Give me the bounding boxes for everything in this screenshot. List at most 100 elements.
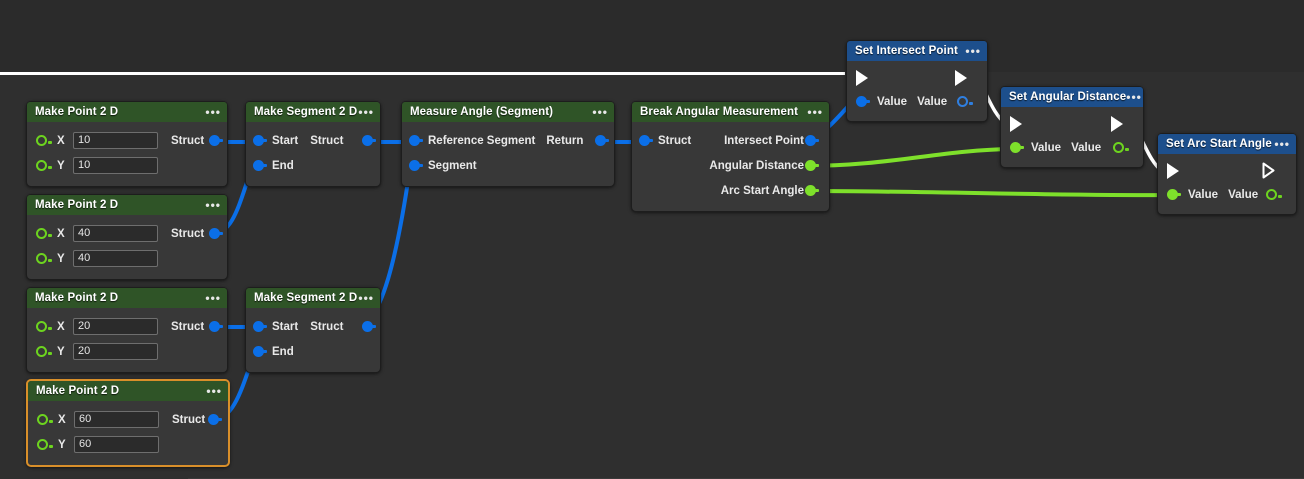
node-set-arc-start-angle[interactable]: Set Arc Start Angle ••• Value Value — [1157, 133, 1297, 215]
output-label-value: Value — [1071, 142, 1102, 154]
node-body: Reference Segment Return Segment — [402, 122, 614, 186]
input-pin-segment[interactable] — [409, 160, 423, 171]
input-field-y[interactable] — [73, 157, 158, 174]
node-menu-icon[interactable]: ••• — [206, 384, 222, 398]
node-make-point-2d-4[interactable]: Make Point 2 D ••• X Struct Y — [26, 379, 230, 467]
node-menu-icon[interactable]: ••• — [807, 105, 823, 119]
node-menu-icon[interactable]: ••• — [205, 198, 221, 212]
node-header[interactable]: Make Point 2 D ••• — [27, 195, 227, 215]
input-field-y[interactable] — [73, 343, 158, 360]
input-label-x: X — [57, 227, 65, 240]
input-pin-y[interactable] — [36, 346, 52, 357]
exec-in-arrow-icon[interactable] — [1010, 116, 1022, 132]
node-body: X Struct Y — [27, 308, 227, 372]
output-pin-arc-start-angle[interactable] — [805, 185, 819, 196]
output-pin-struct[interactable] — [209, 135, 223, 146]
input-pin-end[interactable] — [253, 346, 267, 357]
exec-out-arrow-icon[interactable] — [1262, 162, 1275, 179]
graph-top-strip — [0, 0, 1304, 72]
input-field-x[interactable] — [74, 411, 159, 428]
input-label-reference-segment: Reference Segment — [428, 134, 536, 147]
input-pin-y[interactable] — [36, 160, 52, 171]
node-make-point-2d-1[interactable]: Make Point 2 D ••• X Struct Y — [26, 101, 228, 187]
input-pin-value[interactable] — [1167, 189, 1181, 200]
output-pin-value[interactable] — [957, 96, 973, 107]
input-pin-x[interactable] — [36, 321, 52, 332]
node-menu-icon[interactable]: ••• — [205, 291, 221, 305]
output-pin-intersect-point[interactable] — [805, 135, 819, 146]
exec-in-arrow-icon[interactable] — [856, 70, 868, 86]
node-measure-angle-segment[interactable]: Measure Angle (Segment) ••• Reference Se… — [401, 101, 615, 187]
input-field-x[interactable] — [73, 318, 158, 335]
exec-out-arrow-icon[interactable] — [955, 70, 967, 86]
input-field-y[interactable] — [73, 250, 158, 267]
output-pin-return[interactable] — [595, 135, 609, 146]
node-header[interactable]: Set Intersect Point ••• — [847, 41, 987, 61]
node-set-angular-distance[interactable]: Set Angular Distance ••• Value Value — [1000, 86, 1144, 168]
input-label-y: Y — [57, 252, 65, 265]
node-title: Make Segment 2 D — [254, 292, 358, 304]
node-body: Value Value — [847, 61, 987, 121]
input-label-start: Start — [272, 134, 299, 147]
output-pin-struct[interactable] — [208, 414, 222, 425]
node-break-angular-measurement[interactable]: Break Angular Measurement ••• Struct Int… — [631, 101, 830, 212]
output-pin-value[interactable] — [1266, 189, 1282, 200]
input-pin-value[interactable] — [1010, 142, 1024, 153]
node-menu-icon[interactable]: ••• — [592, 105, 608, 119]
output-pin-struct[interactable] — [209, 321, 223, 332]
node-menu-icon[interactable]: ••• — [1126, 90, 1142, 104]
node-menu-icon[interactable]: ••• — [965, 44, 981, 58]
node-make-point-2d-2[interactable]: Make Point 2 D ••• X Struct Y — [26, 194, 228, 280]
output-pin-struct[interactable] — [209, 228, 223, 239]
node-menu-icon[interactable]: ••• — [358, 291, 374, 305]
node-header[interactable]: Measure Angle (Segment) ••• — [402, 102, 614, 122]
node-menu-icon[interactable]: ••• — [205, 105, 221, 119]
exec-out-arrow-icon[interactable] — [1111, 116, 1123, 132]
input-pin-start[interactable] — [253, 321, 267, 332]
input-pin-value[interactable] — [856, 96, 870, 107]
input-pin-x[interactable] — [36, 228, 52, 239]
node-header[interactable]: Make Point 2 D ••• — [27, 102, 227, 122]
input-label-x: X — [58, 413, 66, 426]
input-pin-struct[interactable] — [639, 135, 653, 146]
output-pin-angular-distance[interactable] — [805, 160, 819, 171]
input-field-x[interactable] — [73, 132, 158, 149]
node-title: Set Arc Start Angle — [1166, 138, 1272, 150]
output-pin-value[interactable] — [1113, 142, 1129, 153]
node-body: Value Value — [1158, 154, 1296, 214]
input-pin-end[interactable] — [253, 160, 267, 171]
input-pin-y[interactable] — [36, 253, 52, 264]
output-label-intersect-point: Intersect Point — [724, 134, 804, 147]
exec-in-arrow-icon[interactable] — [1167, 163, 1179, 179]
input-field-x[interactable] — [73, 225, 158, 242]
node-header[interactable]: Set Angular Distance ••• — [1001, 87, 1143, 107]
node-header[interactable]: Break Angular Measurement ••• — [632, 102, 829, 122]
output-pin-struct[interactable] — [362, 135, 376, 146]
node-header[interactable]: Make Segment 2 D ••• — [246, 288, 380, 308]
node-menu-icon[interactable]: ••• — [1274, 137, 1290, 151]
output-pin-struct[interactable] — [362, 321, 376, 332]
node-make-segment-2d-1[interactable]: Make Segment 2 D ••• Start Struct End — [245, 101, 381, 187]
node-make-segment-2d-2[interactable]: Make Segment 2 D ••• Start Struct End — [245, 287, 381, 373]
node-header[interactable]: Set Arc Start Angle ••• — [1158, 134, 1296, 154]
node-make-point-2d-3[interactable]: Make Point 2 D ••• X Struct Y — [26, 287, 228, 373]
node-body: Struct Intersect Point Angular Distance … — [632, 122, 829, 211]
node-header[interactable]: Make Point 2 D ••• — [27, 288, 227, 308]
input-pin-x[interactable] — [37, 414, 53, 425]
node-set-intersect-point[interactable]: Set Intersect Point ••• Value Value — [846, 40, 988, 122]
node-title: Measure Angle (Segment) — [410, 106, 554, 118]
node-body: Start Struct End — [246, 122, 380, 186]
input-label-struct: Struct — [658, 134, 692, 147]
input-field-y[interactable] — [74, 436, 159, 453]
input-label-y: Y — [58, 438, 66, 451]
input-pin-x[interactable] — [36, 135, 52, 146]
input-pin-reference-segment[interactable] — [409, 135, 423, 146]
node-menu-icon[interactable]: ••• — [358, 105, 374, 119]
node-title: Make Segment 2 D — [254, 106, 358, 118]
node-header[interactable]: Make Point 2 D ••• — [28, 381, 228, 401]
node-header[interactable]: Make Segment 2 D ••• — [246, 102, 380, 122]
input-pin-start[interactable] — [253, 135, 267, 146]
input-pin-y[interactable] — [37, 439, 53, 450]
node-title: Break Angular Measurement — [640, 106, 799, 118]
